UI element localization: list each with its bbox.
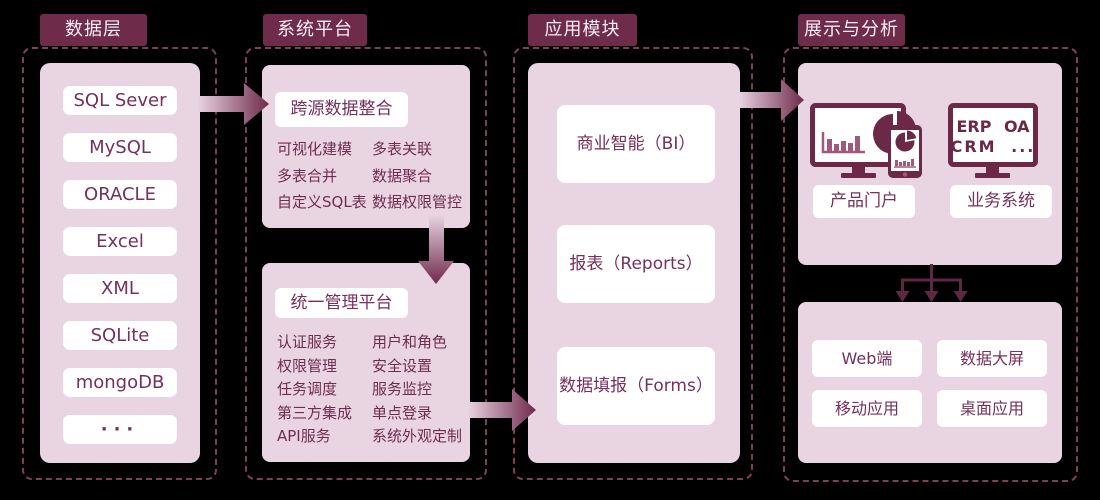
feature-item: API服务 (277, 427, 331, 445)
header-system-platform: 系统平台 (263, 14, 367, 46)
feature-item: 自定义SQL表 (277, 193, 367, 211)
data-layer-outline (22, 47, 217, 480)
feature-item: 多表合并 (277, 166, 338, 185)
split-connector-icon (895, 264, 968, 302)
endpoint-mobile: 移动应用 (812, 390, 922, 427)
feature-item: 数据聚合 (372, 166, 433, 185)
feature-item: 单点登录 (372, 403, 433, 422)
business-screen-line1: ERP OA (956, 117, 1030, 136)
business-system-icon: ERP OA CRM ... (948, 103, 1038, 178)
integration-features-right: 多表关联 数据聚合 数据权限管控 (372, 136, 462, 216)
endpoints-panel (798, 302, 1062, 463)
datasource-sqlserver: SQL Sever (63, 86, 177, 115)
module-bi: 商业智能（BI） (557, 105, 715, 183)
datasource-mongodb: mongoDB (63, 368, 177, 397)
feature-item: 安全设置 (372, 356, 433, 375)
feature-item: 认证服务 (277, 333, 338, 351)
app-modules-outline (513, 47, 753, 480)
feature-item: 多表关联 (372, 140, 433, 158)
business-screen-line2: CRM ... (951, 137, 1036, 156)
feature-item: 任务调度 (277, 380, 338, 398)
module-forms: 数据填报（Forms） (557, 347, 715, 425)
feature-item: 服务监控 (372, 380, 433, 398)
module-reports: 报表（Reports） (557, 225, 715, 303)
feature-item: 权限管理 (277, 356, 338, 375)
display-analysis-outline (783, 47, 1078, 482)
endpoint-desktop: 桌面应用 (937, 390, 1047, 427)
business-label: 业务系统 (950, 185, 1052, 218)
product-portal-icon (810, 103, 922, 178)
feature-item: 第三方集成 (277, 403, 353, 422)
header-app-modules: 应用模块 (528, 14, 637, 46)
management-features-right: 用户和角色 安全设置 服务监控 单点登录 系统外观定制 (372, 331, 462, 449)
portal-label: 产品门户 (813, 185, 915, 218)
endpoint-bigscreen: 数据大屏 (937, 340, 1047, 377)
arrow-data-to-platform-icon (196, 83, 269, 125)
management-features-left: 认证服务 权限管理 任务调度 第三方集成 API服务 (277, 331, 352, 449)
feature-item: 数据权限管控 (372, 193, 463, 211)
integration-title: 跨源数据整合 (275, 92, 408, 127)
datasource-mysql: MySQL (63, 133, 177, 162)
data-layer-panel (40, 63, 200, 463)
datasource-xml: XML (63, 274, 177, 303)
feature-item: 可视化建模 (277, 140, 353, 158)
datasource-excel: Excel (63, 227, 177, 256)
integration-features-left: 可视化建模 多表合并 自定义SQL表 (277, 136, 367, 216)
arrow-apps-to-display-icon (737, 79, 804, 121)
header-data-layer: 数据层 (40, 14, 147, 46)
feature-item: 系统外观定制 (372, 427, 463, 445)
header-display-analysis: 展示与分析 (798, 14, 905, 46)
feature-item: 用户和角色 (372, 333, 448, 351)
datasource-oracle: ORACLE (63, 180, 177, 209)
arrow-platform-to-apps-icon (466, 389, 536, 431)
datasource-more: ··· (63, 415, 177, 444)
endpoint-web: Web端 (812, 340, 922, 377)
arrow-integration-to-management-icon (418, 213, 454, 284)
datasource-sqlite: SQLite (63, 321, 177, 350)
system-platform-outline (245, 47, 487, 480)
management-title: 统一管理平台 (275, 288, 408, 318)
